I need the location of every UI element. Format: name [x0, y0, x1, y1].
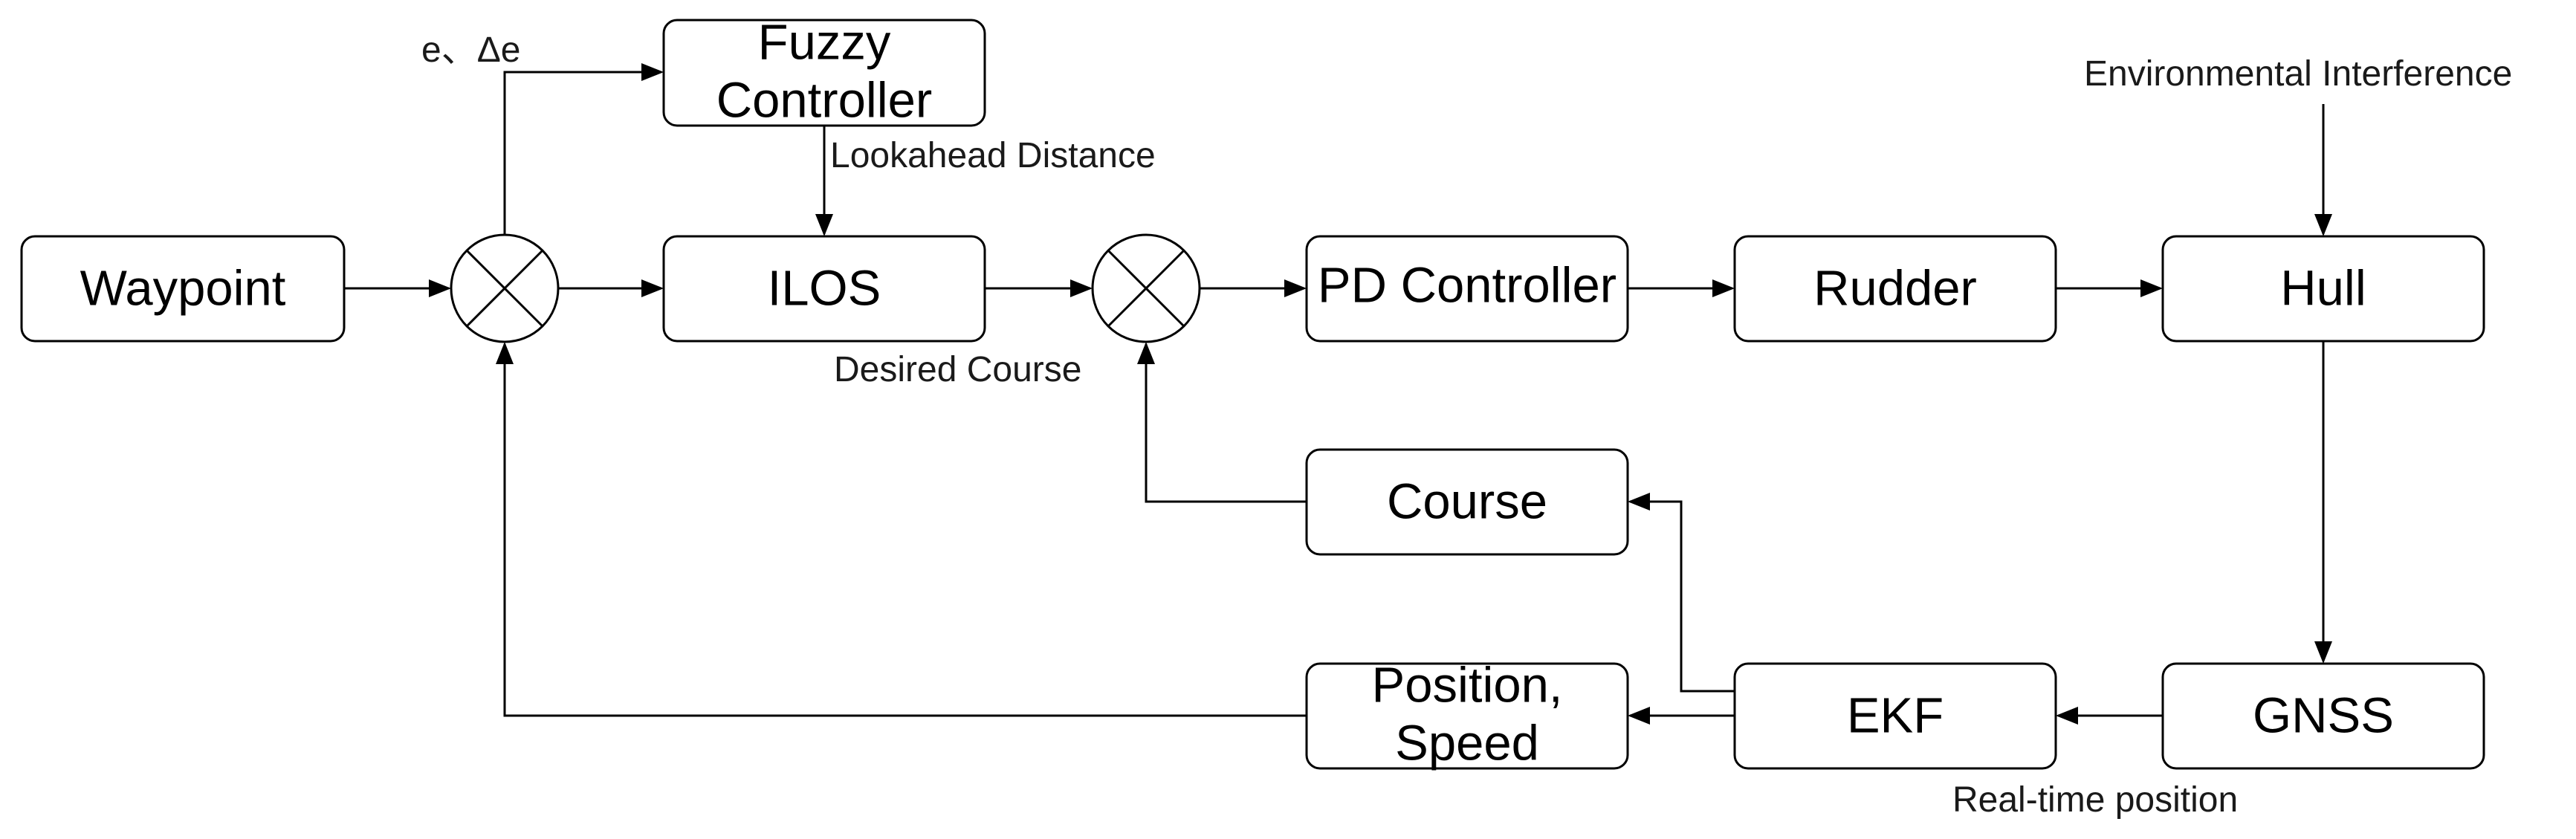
arrow-ekf-to-course	[1628, 493, 1735, 693]
position-speed-block: Position, Speed	[1305, 658, 1629, 771]
ekf-block: EKF	[1733, 662, 2057, 770]
summing-junction-course	[1091, 233, 1201, 343]
position-label-line2: Speed	[1395, 716, 1539, 771]
ekf-label: EKF	[1847, 688, 1944, 744]
desired-course-label: Desired Course	[834, 350, 1081, 389]
arrow-sum-to-fuzzy	[503, 63, 664, 235]
position-label-line1: Position,	[1372, 658, 1563, 713]
pd-controller-label: PD Controller	[1318, 258, 1617, 314]
gnss-block: GNSS	[2161, 662, 2485, 770]
course-label: Course	[1387, 474, 1547, 530]
rudder-block: Rudder	[1733, 235, 2057, 343]
summing-junction-position	[450, 233, 560, 343]
ilos-label: ILOS	[768, 261, 881, 317]
fuzzy-label-line1: Fuzzy	[758, 15, 891, 71]
ilos-block: ILOS	[662, 235, 986, 343]
waypoint-block: Waypoint	[20, 235, 346, 343]
fuzzy-controller-block: Fuzzy Controller	[662, 15, 986, 129]
environmental-interference-label: Environmental Interference	[2084, 54, 2512, 94]
realtime-position-label: Real-time position	[1952, 780, 2238, 820]
rudder-label: Rudder	[1813, 261, 1977, 317]
pd-controller-block: PD Controller	[1305, 235, 1629, 343]
arrow-position-to-sum	[496, 342, 1307, 717]
hull-label: Hull	[2280, 261, 2366, 317]
error-label: e、Δe	[421, 30, 520, 70]
course-block: Course	[1305, 448, 1629, 556]
waypoint-label: Waypoint	[80, 261, 286, 317]
gnss-label: GNSS	[2253, 688, 2394, 744]
arrow-course-to-sum	[1137, 342, 1307, 503]
hull-block: Hull	[2161, 235, 2485, 343]
lookahead-distance-label: Lookahead Distance	[830, 136, 1156, 175]
fuzzy-label-line2: Controller	[716, 73, 932, 129]
